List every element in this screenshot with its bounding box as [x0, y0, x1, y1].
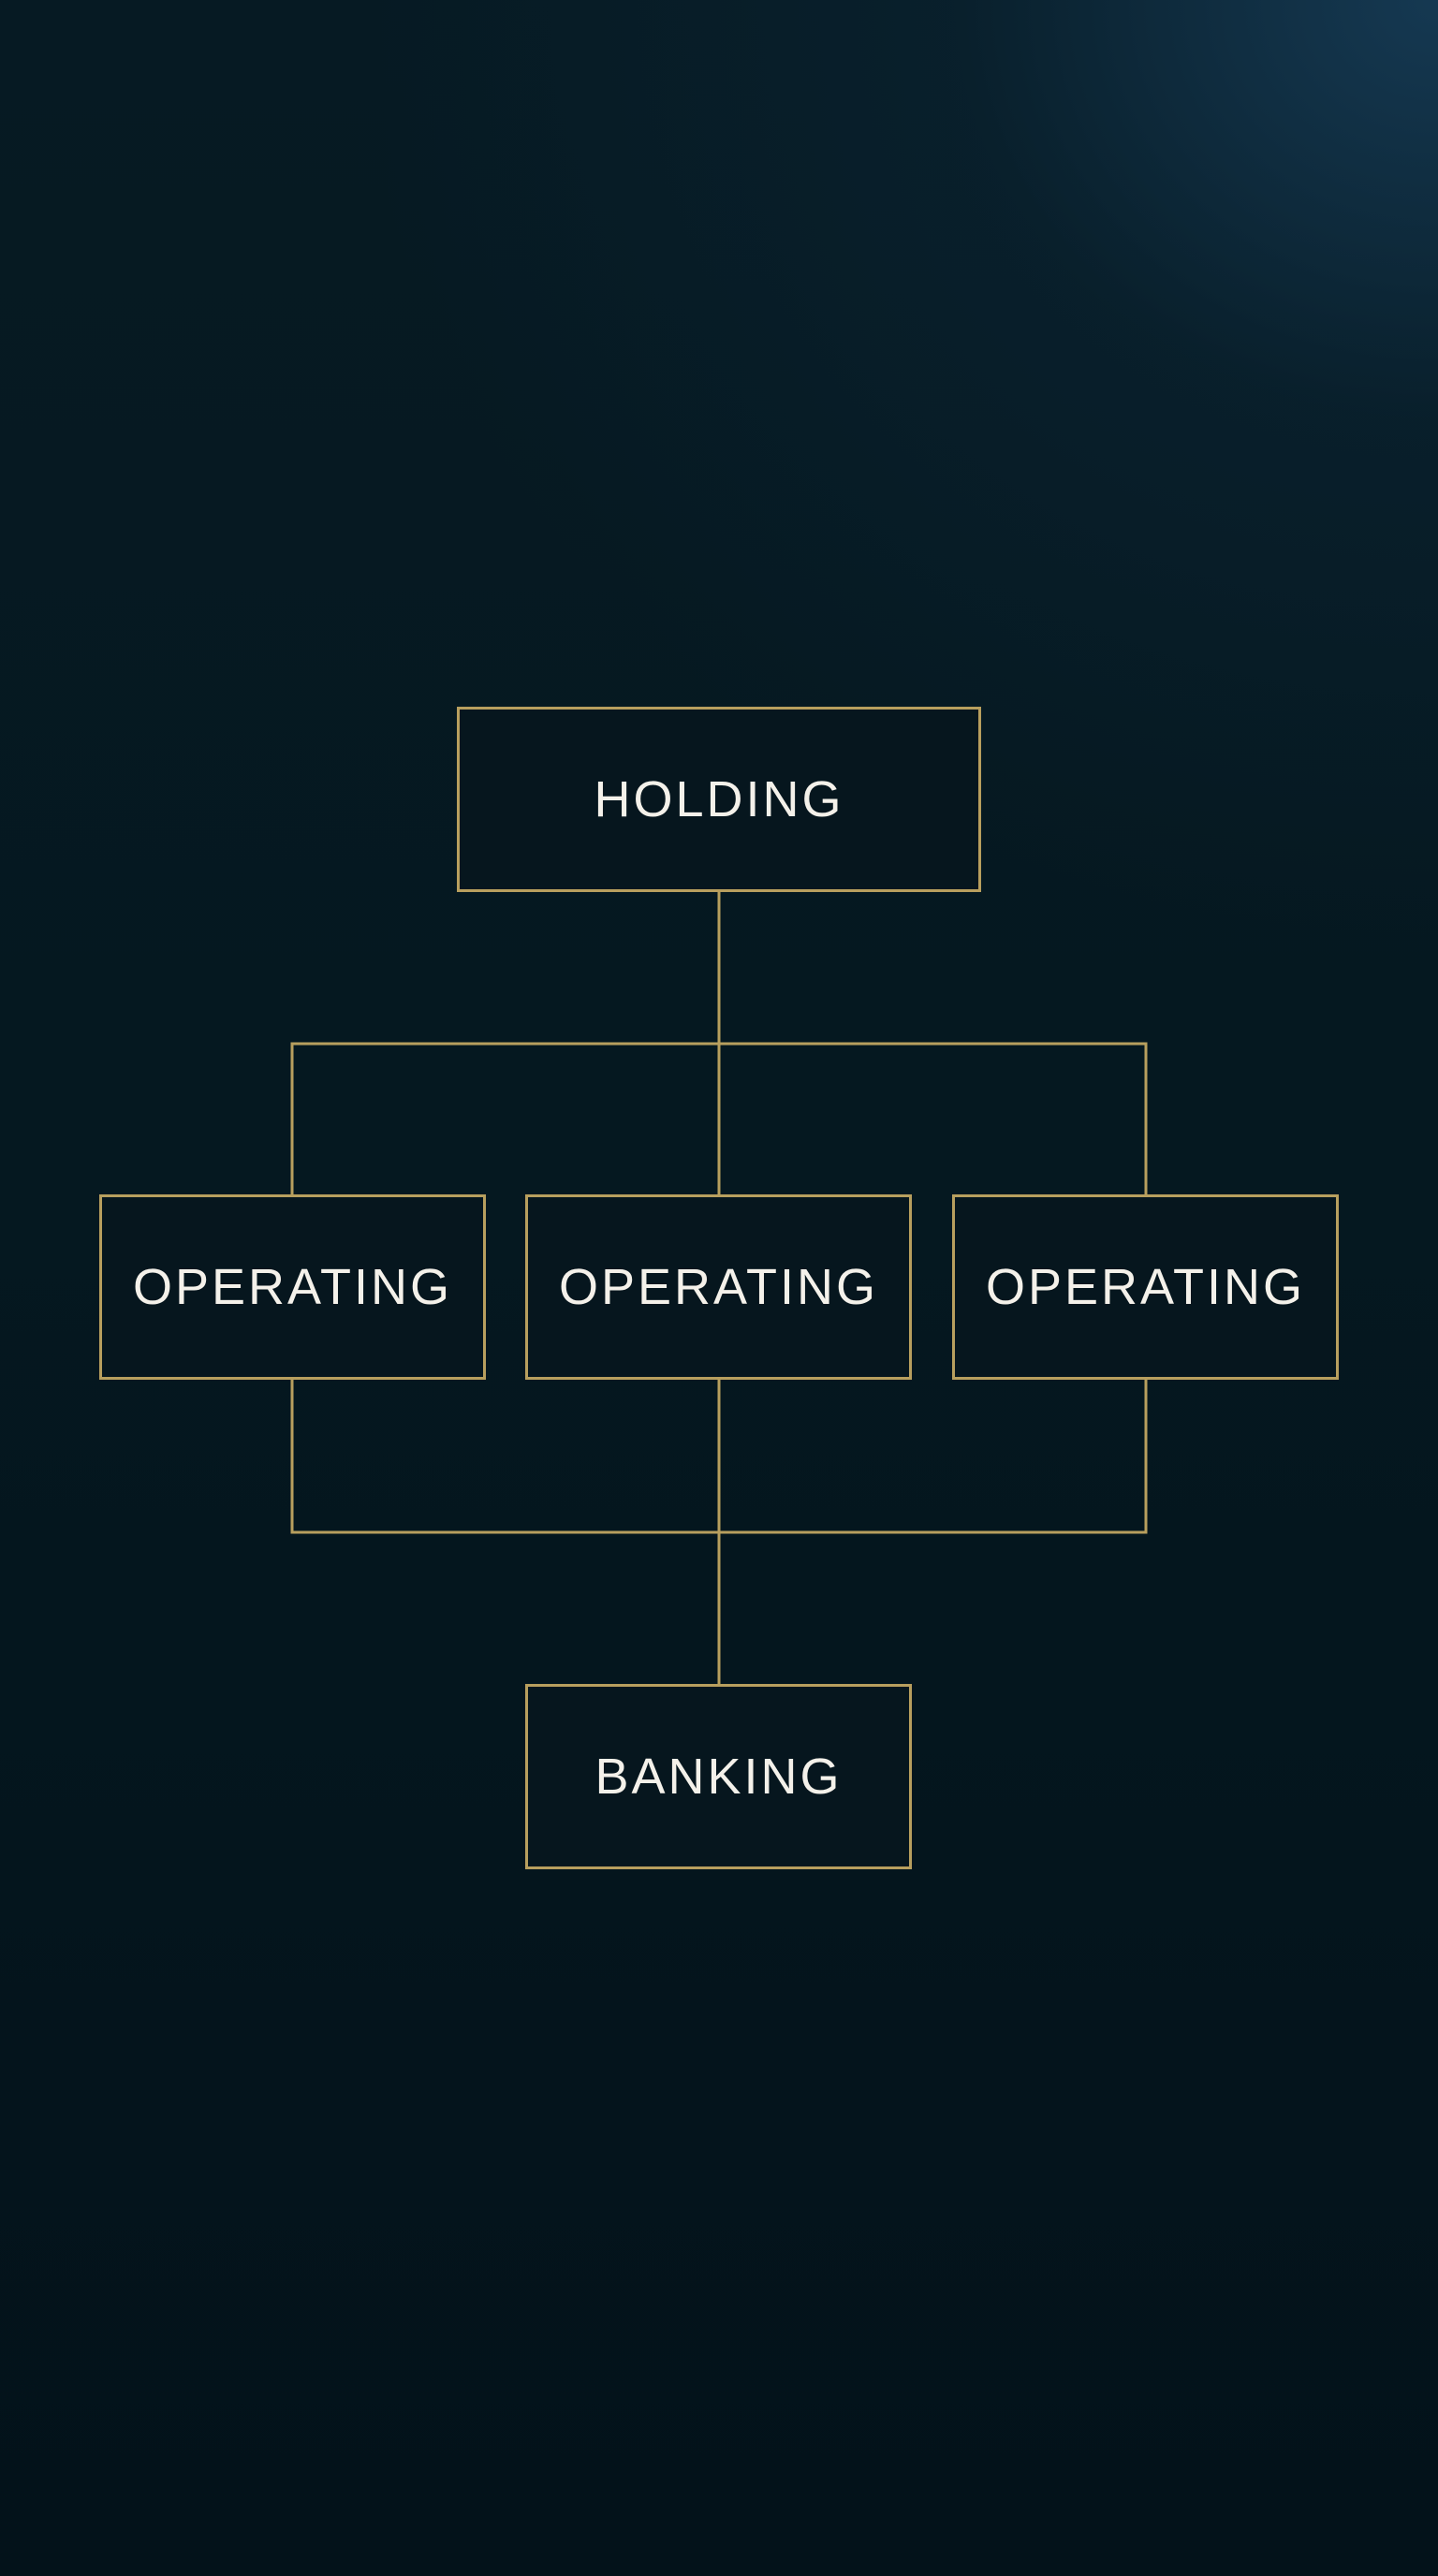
node-operating-2: OPERATING [525, 1194, 912, 1380]
node-operating-2-label: OPERATING [558, 1259, 879, 1315]
node-holding-label: HOLDING [594, 771, 844, 827]
node-banking-label: BANKING [594, 1749, 843, 1805]
node-operating-1-label: OPERATING [132, 1259, 453, 1315]
node-operating-3-label: OPERATING [985, 1259, 1306, 1315]
node-operating-3: OPERATING [952, 1194, 1339, 1380]
node-operating-1: OPERATING [99, 1194, 486, 1380]
node-holding: HOLDING [457, 707, 981, 892]
node-banking: BANKING [525, 1684, 912, 1869]
